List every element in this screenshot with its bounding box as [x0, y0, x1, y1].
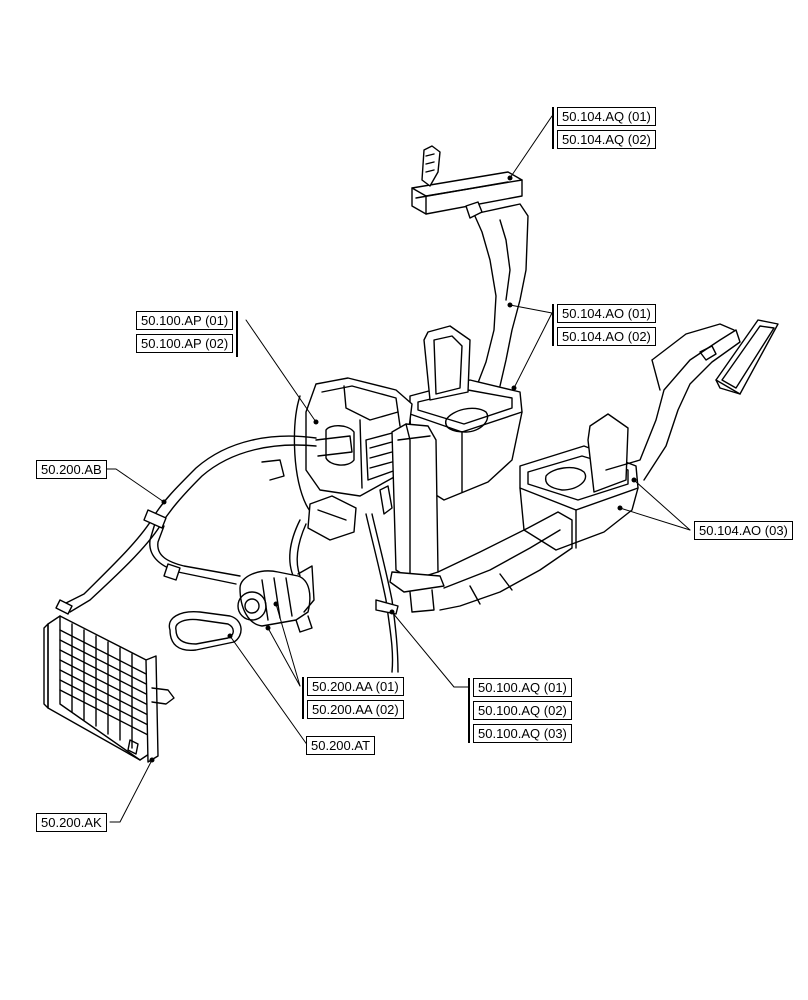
callout-group-50-200-aa: 50.200.AA (01) 50.200.AA (02)	[302, 677, 404, 719]
blower-housing-right	[519, 413, 639, 551]
refrigerant-hoses	[55, 435, 353, 615]
ac-compressor	[237, 565, 315, 633]
callout-50-104-ao-01[interactable]: 50.104.AO (01)	[557, 304, 656, 323]
callout-group-50-104-aq: 50.104.AQ (01) 50.104.AQ (02)	[552, 107, 656, 149]
callout-group-50-104-ao: 50.104.AO (01) 50.104.AO (02)	[552, 304, 656, 346]
vertical-duct	[389, 423, 445, 613]
fresh-air-filter-top	[411, 145, 523, 215]
callout-50-200-aa-02[interactable]: 50.200.AA (02)	[307, 700, 404, 719]
callout-50-200-ak[interactable]: 50.200.AK	[36, 813, 107, 832]
floor-duct	[437, 511, 573, 611]
callout-group-50-100-aq: 50.100.AQ (01) 50.100.AQ (02) 50.100.AQ …	[468, 678, 572, 743]
condenser	[43, 615, 175, 763]
callout-50-200-aa-01[interactable]: 50.200.AA (01)	[307, 677, 404, 696]
callout-50-200-at[interactable]: 50.200.AT	[306, 736, 376, 755]
fresh-air-filter-right	[715, 319, 779, 395]
callout-50-104-aq-01[interactable]: 50.104.AQ (01)	[557, 107, 656, 126]
callout-50-104-ao-03[interactable]: 50.104.AO (03)	[694, 521, 793, 540]
callout-50-100-aq-01[interactable]: 50.100.AQ (01)	[473, 678, 572, 697]
callout-50-100-ap-02[interactable]: 50.100.AP (02)	[136, 334, 234, 353]
callout-50-100-aq-03[interactable]: 50.100.AQ (03)	[473, 724, 572, 743]
drain-hose	[365, 513, 399, 673]
blower-housing-upper	[409, 325, 523, 501]
right-air-duct	[605, 323, 741, 481]
callout-50-104-aq-02[interactable]: 50.104.AQ (02)	[557, 130, 656, 149]
callout-50-104-ao-02[interactable]: 50.104.AO (02)	[557, 327, 656, 346]
leader-lines	[104, 115, 691, 823]
callout-50-200-ab[interactable]: 50.200.AB	[36, 460, 107, 479]
upper-air-duct	[465, 201, 529, 389]
leader-dots	[149, 175, 637, 763]
callout-group-50-100-ap: 50.100.AP (01) 50.100.AP (02)	[136, 311, 239, 357]
callout-50-100-aq-02[interactable]: 50.100.AQ (02)	[473, 701, 572, 720]
drive-belt	[168, 611, 242, 651]
callout-50-100-ap-01[interactable]: 50.100.AP (01)	[136, 311, 234, 330]
